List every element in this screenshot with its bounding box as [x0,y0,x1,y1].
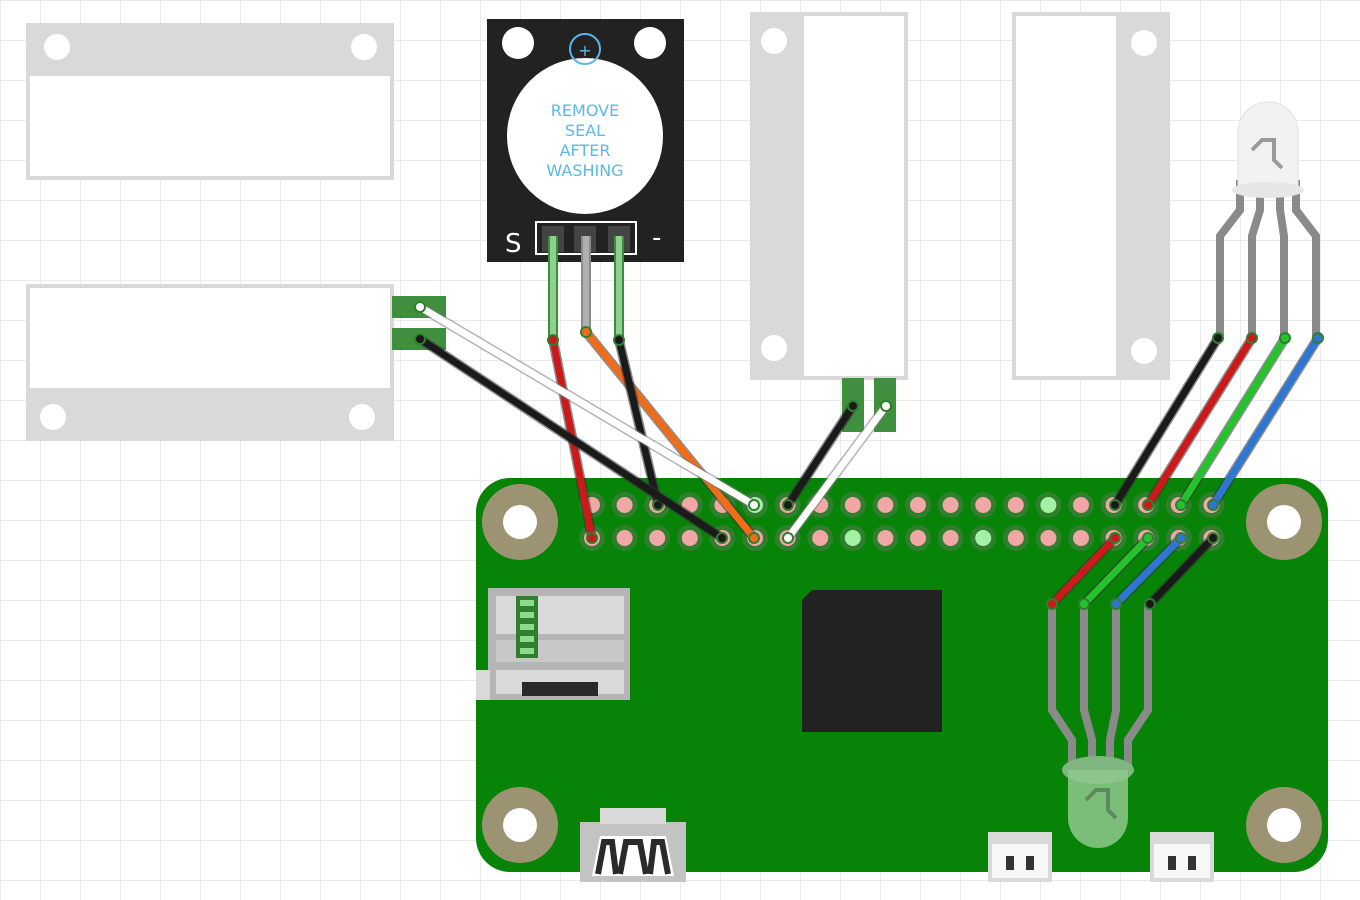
micro-usb-port [988,832,1052,882]
gpio-pin [649,530,666,546]
wire-end [1046,598,1058,610]
wire-end [748,532,760,544]
wire-end [782,499,794,511]
buzzer-label-line-4: WASHING [546,161,623,180]
gpio-pin [877,497,894,513]
rgb-led-top [1216,101,1320,336]
wire-end [1175,499,1187,511]
sd-card-slot [476,588,630,700]
wire-end [414,301,426,313]
wire-reed-middle-signal [782,400,892,544]
gpio-pin [942,530,959,546]
wire-end [414,333,426,345]
buzzer-label-line-3: AFTER [560,141,611,160]
wire-led-bottom-blue [1110,532,1187,610]
gpio-pin [1040,497,1057,513]
magnet-sensor-top-left [26,23,394,180]
wire-reed-left-signal [414,301,760,511]
wire-end [847,400,859,412]
wire-end [1279,332,1291,344]
wire-end [716,532,728,544]
wire-end [580,326,592,338]
gpio-pin [844,497,861,513]
gpio-pin [910,530,926,546]
gpio-pin [812,530,829,546]
wire-end [586,532,598,544]
wire-end [1109,499,1121,511]
buzzer-label-line-2: SEAL [565,121,605,140]
wire-end [1212,332,1224,344]
wire-end [1144,598,1156,610]
gpio-pin [1007,497,1024,513]
wire-led-top-green [1175,332,1291,511]
wire-end [782,532,794,544]
wire-led-top-red [1142,332,1258,511]
magnet-sensor-right [1012,12,1170,380]
buzzer-body [507,58,663,214]
wire-led-top-ground [1109,332,1224,511]
gpio-pin [681,530,698,546]
wire-end [1207,499,1219,511]
wire-end [1312,332,1324,344]
wire-end [1078,598,1090,610]
wire-end [880,400,892,412]
gpio-pin [1073,530,1089,546]
mini-hdmi-port [580,808,686,882]
wire-led-bottom-green [1078,532,1154,610]
wire-reed-left-ground [414,333,728,544]
wire-reed-middle-ground [782,400,859,511]
reed-switch-sensor-left [26,284,446,441]
wire-led-bottom-red [1046,532,1121,610]
gpio-pin [1073,497,1089,513]
gpio-pin [1007,530,1024,546]
gpio-pin [1040,530,1057,546]
wire-buzzer-vcc [580,326,760,544]
plus-icon [569,33,601,65]
soc-chip [802,590,942,732]
buzzer-leads [548,236,624,340]
gpio-pin [616,497,633,513]
wire-end [613,334,625,346]
gpio-pin [877,530,894,546]
wire-end [1246,332,1258,344]
gpio-pin [616,530,633,546]
wire-led-bottom-ground [1144,532,1219,610]
wire-led-top-blue [1207,332,1324,511]
wire-end [1142,532,1154,544]
gpio-pin [910,497,926,513]
wire-end [1175,532,1187,544]
wire-end [547,334,559,346]
wire-end [1110,598,1122,610]
wires [414,301,1324,610]
plus-symbol: + [578,41,591,60]
piezo-buzzer-module: + REMOVE SEAL AFTER WASHING S - [487,19,684,262]
gpio-pin [975,497,992,513]
wire-end [748,499,760,511]
micro-usb-power-port [1150,832,1214,882]
reed-switch-sensor-middle [750,12,908,432]
wire-end [1142,499,1154,511]
wire-buzzer-ground [613,334,664,511]
gpio-pin [942,497,959,513]
gpio-pin [975,530,992,546]
buzzer-pin-minus-label: - [652,223,661,253]
raspberry-pi-zero [476,478,1328,882]
rgb-led-bottom [1048,604,1152,848]
wire-end [1207,532,1219,544]
buzzer-pin-signal-label: S [505,229,522,259]
buzzer-label-line-1: REMOVE [551,101,619,120]
wire-end [1109,532,1121,544]
gpio-pin [844,530,861,546]
